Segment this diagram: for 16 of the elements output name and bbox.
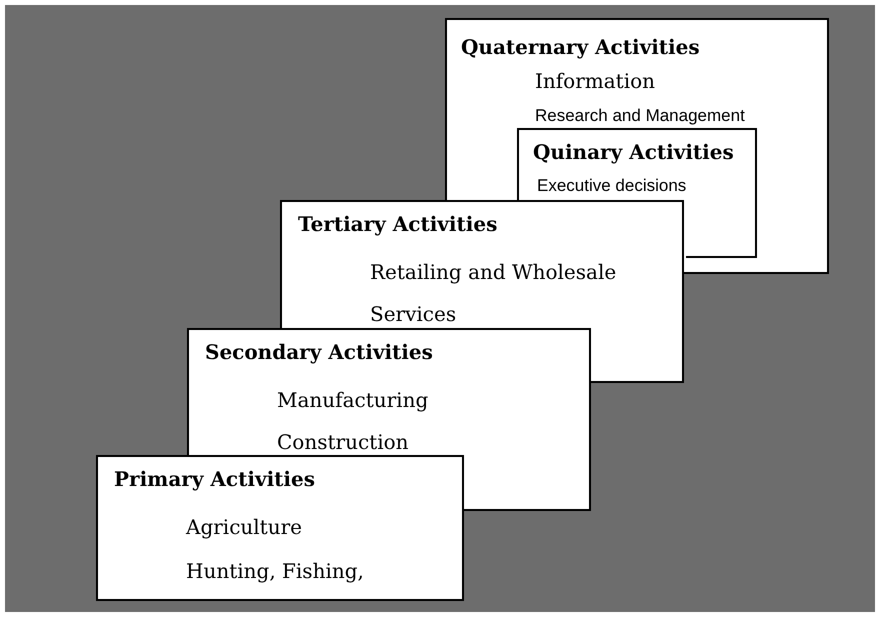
activity-text: Services	[370, 302, 456, 326]
box-heading: Secondary Activities	[205, 340, 433, 364]
activity-text: Retailing and Wholesale	[370, 260, 616, 284]
activity-box	[517, 128, 757, 202]
activity-text: Hunting, Fishing,	[186, 559, 364, 583]
activity-text: Executive decisions	[537, 175, 686, 197]
box-heading: Tertiary Activities	[298, 212, 498, 236]
activity-text: Agriculture	[186, 515, 302, 539]
box-heading: Quaternary Activities	[461, 35, 700, 59]
activity-text: Information	[535, 69, 656, 93]
activity-text: Research and Management	[535, 105, 745, 127]
activity-text: Construction	[277, 430, 409, 454]
box-heading: Quinary Activities	[533, 140, 734, 164]
activity-box	[96, 455, 464, 601]
activity-text: Manufacturing	[277, 388, 428, 412]
box-heading: Primary Activities	[114, 467, 315, 491]
